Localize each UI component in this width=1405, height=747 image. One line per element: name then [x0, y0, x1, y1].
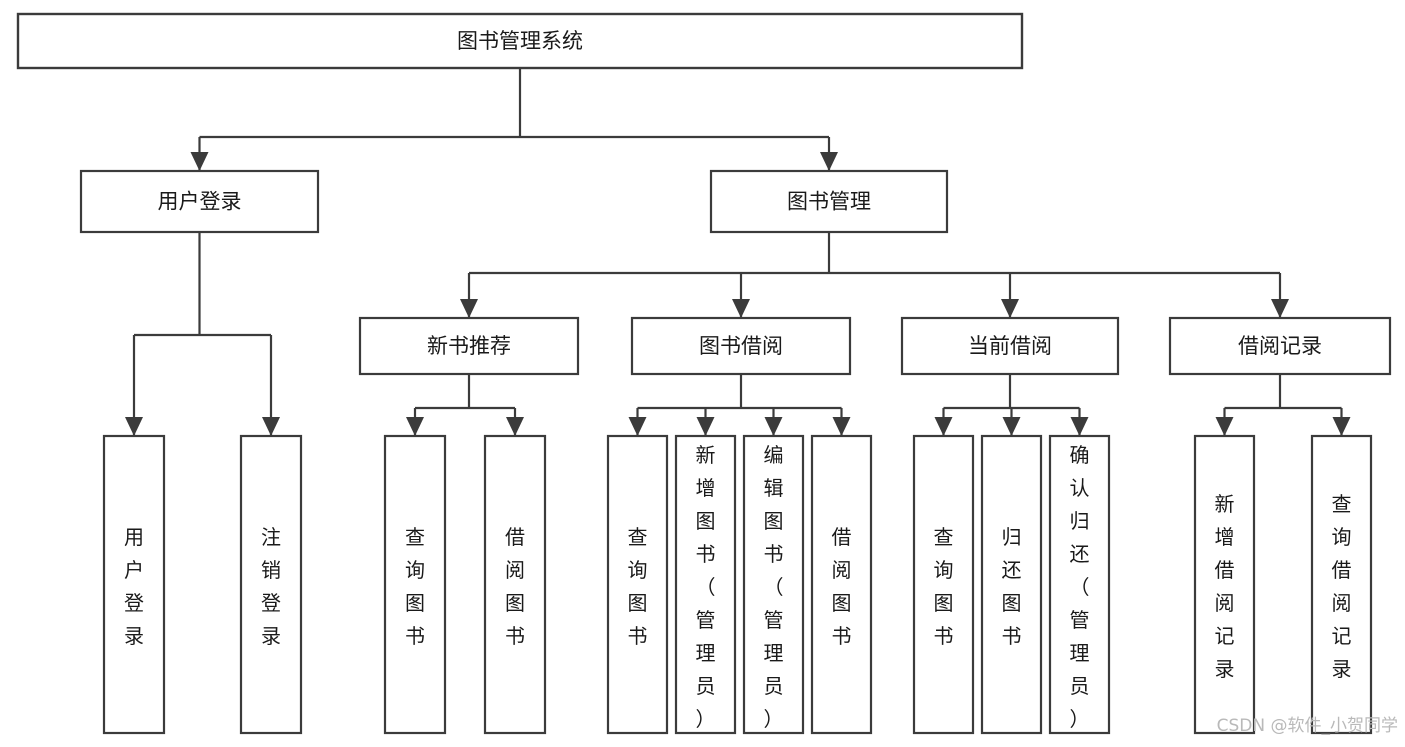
node-box-current-borrow[interactable] [900, 316, 1120, 376]
node-label-borrow-record: 借阅记录 [1238, 334, 1322, 358]
node-box-leaf-add-book-admin[interactable] [674, 434, 737, 735]
node-label-leaf-query-book-current: 查询图书 [934, 525, 954, 648]
node-box-leaf-logout-login[interactable] [239, 434, 303, 735]
node-leaf-query-book-current[interactable]: 查询图书 [912, 434, 975, 735]
node-box-leaf-query-book-recommend[interactable] [383, 434, 447, 735]
node-label-leaf-return-book: 归还图书 [1002, 525, 1022, 648]
node-label-leaf-query-book-borrow: 查询图书 [628, 525, 648, 648]
node-box-book-borrow[interactable] [630, 316, 852, 376]
node-box-leaf-borrow-book[interactable] [810, 434, 873, 735]
node-box-borrow-record[interactable] [1168, 316, 1392, 376]
arrow-down-icon-l2-book-borrow-1 [696, 417, 715, 436]
node-label-leaf-logout-login: 注销登录 [261, 525, 281, 648]
arrow-down-icon-user-login-1 [262, 417, 280, 436]
node-leaf-query-book-recommend[interactable]: 查询图书 [383, 434, 447, 735]
node-label-leaf-confirm-return-admin: 确认归还（管理员） [1070, 443, 1090, 731]
arrow-down-icon-book-manage-2 [1001, 299, 1019, 318]
node-box-leaf-query-book-borrow[interactable] [606, 434, 669, 735]
node-leaf-edit-book-admin[interactable]: 编辑图书（管理员） [742, 434, 805, 735]
node-label-leaf-query-book-recommend: 查询图书 [405, 525, 425, 648]
connector-layer [125, 68, 1351, 436]
node-box-new-book-recommend[interactable] [358, 316, 580, 376]
node-label-root: 图书管理系统 [457, 29, 583, 53]
node-box-leaf-add-borrow-record[interactable] [1193, 434, 1256, 735]
arrow-down-icon-book-manage-1 [732, 299, 750, 318]
node-leaf-logout-login[interactable]: 注销登录 [239, 434, 303, 735]
csdn-watermark: CSDN @软件_小贺同学 [1217, 716, 1398, 736]
node-leaf-borrow-book[interactable]: 借阅图书 [810, 434, 873, 735]
arrow-down-icon-l2-book-borrow-0 [628, 417, 647, 436]
node-layer: 图书管理系统用户登录图书管理新书推荐图书借阅当前借阅借阅记录用户登录注销登录查询… [16, 12, 1392, 735]
node-label-leaf-add-book-admin: 新增图书（管理员） [696, 443, 716, 731]
node-book-manage[interactable]: 图书管理 [709, 169, 949, 234]
node-box-book-manage[interactable] [709, 169, 949, 234]
node-label-leaf-borrow-book-recommend: 借阅图书 [505, 525, 525, 648]
node-leaf-return-book[interactable]: 归还图书 [980, 434, 1043, 735]
node-book-borrow[interactable]: 图书借阅 [630, 316, 852, 376]
arrow-down-icon-l2-borrow-record-0 [1215, 417, 1234, 436]
node-label-current-borrow: 当前借阅 [968, 334, 1052, 358]
arrow-down-icon-l2-current-borrow-0 [934, 417, 953, 436]
node-box-user-login[interactable] [79, 169, 320, 234]
node-new-book-recommend[interactable]: 新书推荐 [358, 316, 580, 376]
node-leaf-confirm-return-admin[interactable]: 确认归还（管理员） [1048, 434, 1111, 735]
node-label-book-borrow: 图书借阅 [699, 334, 783, 358]
arrow-down-icon-l2-new-book-recommend-1 [506, 417, 524, 436]
node-label-leaf-user-login: 用户登录 [124, 525, 144, 648]
arrow-down-icon-root-1 [820, 152, 838, 171]
arrow-down-icon-book-manage-0 [460, 299, 478, 318]
node-label-user-login: 用户登录 [158, 190, 242, 214]
arrow-down-icon-l2-current-borrow-2 [1070, 417, 1089, 436]
arrow-down-icon-l2-book-borrow-3 [832, 417, 851, 436]
node-leaf-add-book-admin[interactable]: 新增图书（管理员） [674, 434, 737, 735]
arrow-down-icon-l2-book-borrow-2 [764, 417, 783, 436]
node-box-leaf-confirm-return-admin[interactable] [1048, 434, 1111, 735]
node-box-leaf-user-login[interactable] [102, 434, 166, 735]
node-leaf-query-borrow-record[interactable]: 查询借阅记录 [1310, 434, 1373, 735]
arrow-down-icon-book-manage-3 [1271, 299, 1289, 318]
arrow-down-icon-l2-new-book-recommend-0 [406, 417, 424, 436]
arrow-down-icon-l2-current-borrow-1 [1002, 417, 1021, 436]
node-label-book-manage: 图书管理 [787, 190, 871, 214]
arrow-down-icon-user-login-0 [125, 417, 143, 436]
node-box-leaf-query-book-current[interactable] [912, 434, 975, 735]
node-label-leaf-edit-book-admin: 编辑图书（管理员） [764, 443, 784, 731]
node-borrow-record[interactable]: 借阅记录 [1168, 316, 1392, 376]
node-box-leaf-borrow-book-recommend[interactable] [483, 434, 547, 735]
node-label-new-book-recommend: 新书推荐 [427, 334, 511, 358]
node-current-borrow[interactable]: 当前借阅 [900, 316, 1120, 376]
node-user-login[interactable]: 用户登录 [79, 169, 320, 234]
node-leaf-query-book-borrow[interactable]: 查询图书 [606, 434, 669, 735]
node-box-leaf-query-borrow-record[interactable] [1310, 434, 1373, 735]
node-label-leaf-borrow-book: 借阅图书 [832, 525, 852, 648]
node-root[interactable]: 图书管理系统 [16, 12, 1024, 70]
arrow-down-icon-l2-borrow-record-1 [1332, 417, 1351, 436]
arrow-down-icon-root-0 [190, 152, 209, 171]
node-box-root[interactable] [16, 12, 1024, 70]
node-leaf-add-borrow-record[interactable]: 新增借阅记录 [1193, 434, 1256, 735]
node-leaf-user-login[interactable]: 用户登录 [102, 434, 166, 735]
node-label-leaf-query-borrow-record: 查询借阅记录 [1332, 492, 1352, 681]
node-box-leaf-edit-book-admin[interactable] [742, 434, 805, 735]
node-box-leaf-return-book[interactable] [980, 434, 1043, 735]
node-leaf-borrow-book-recommend[interactable]: 借阅图书 [483, 434, 547, 735]
node-label-leaf-add-borrow-record: 新增借阅记录 [1215, 492, 1235, 681]
